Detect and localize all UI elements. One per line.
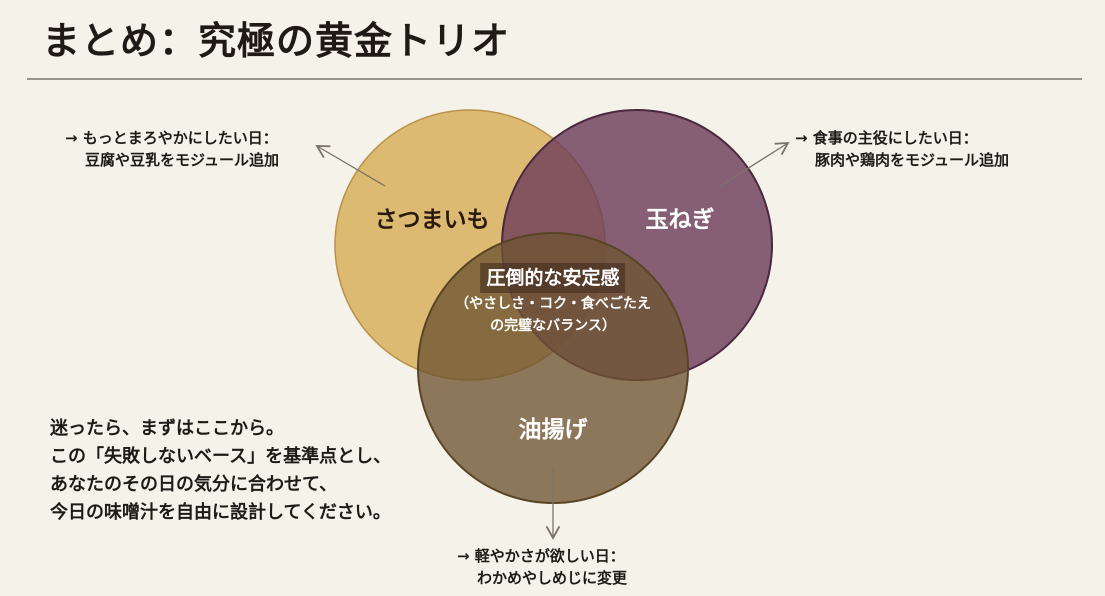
- center-intersection: 圧倒的な安定感 （やさしさ・コク・食べごたえ の完璧なバランス）: [455, 263, 651, 337]
- summary-line-2: この「失敗しないベース」を基準点とし、: [50, 446, 392, 467]
- summary-line-1: 迷ったら、まずはここから。: [50, 418, 284, 439]
- note-top-left: → もっとまろやかにしたい日： 豆腐や豆乳をモジュール追加: [65, 127, 279, 171]
- note-bottom: → 軽やかさが欲しい日： わかめやしめじに変更: [457, 545, 627, 589]
- note-bottom-line1: → 軽やかさが欲しい日：: [457, 547, 625, 565]
- summary-text: 迷ったら、まずはここから。 この「失敗しないベース」を基準点とし、 あなたのその…: [50, 415, 391, 527]
- summary-line-3: あなたのその日の気分に合わせて、: [50, 474, 338, 495]
- note-top-right: → 食事の主役にしたい日： 豚肉や鶏肉をモジュール追加: [795, 127, 1009, 171]
- label-onion: 玉ねぎ: [645, 207, 715, 233]
- center-sub-line2: の完璧なバランス）: [490, 318, 616, 334]
- note-top-left-line1: → もっとまろやかにしたい日：: [65, 129, 278, 147]
- arrow-top-right: [719, 141, 790, 187]
- center-title: 圧倒的な安定感: [480, 263, 626, 293]
- summary-line-4: 今日の味噌汁を自由に設計してください。: [50, 502, 391, 523]
- center-sub-line1: （やさしさ・コク・食べごたえ: [455, 296, 651, 312]
- page-title: まとめ：究極の黄金トリオ: [42, 18, 511, 63]
- note-bottom-line2: わかめやしめじに変更: [477, 569, 628, 587]
- note-top-right-line2: 豚肉や鶏肉をモジュール追加: [815, 151, 1009, 169]
- arrow-top-left: [315, 145, 386, 187]
- note-top-right-line1: → 食事の主役にしたい日：: [795, 129, 978, 147]
- note-top-left-line2: 豆腐や豆乳をモジュール追加: [85, 151, 279, 169]
- label-fried-tofu: 油揚げ: [518, 417, 588, 443]
- label-sweet-potato: さつまいも: [374, 207, 490, 233]
- title-divider: [27, 78, 1082, 80]
